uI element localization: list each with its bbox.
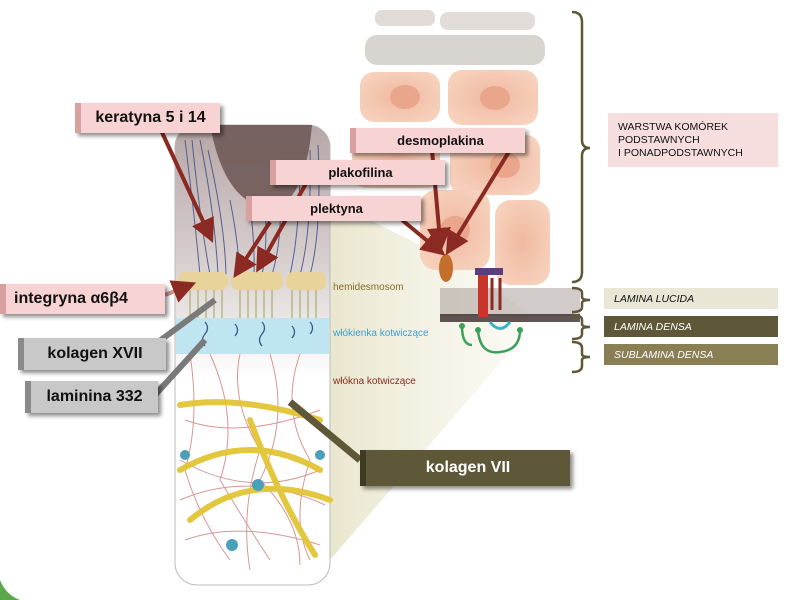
laminin-knots bbox=[180, 450, 325, 551]
integrin-label: integryna α6β4 bbox=[0, 284, 165, 314]
cell-layers-line2: PODSTAWNYCH bbox=[618, 134, 700, 146]
basement-membrane-detail bbox=[439, 254, 580, 354]
corner-decoration bbox=[0, 580, 20, 600]
layer-braces bbox=[571, 10, 591, 374]
plakophilin-label: plakofilina bbox=[270, 160, 445, 185]
lamina-squiggles bbox=[201, 321, 314, 347]
hemidesmosome-plaques bbox=[178, 272, 326, 290]
collagen-xvii-label: kolagen XVII bbox=[18, 338, 166, 370]
anchoring-filaments-text: włókienka kotwiczące bbox=[333, 328, 429, 339]
cell-layers-line1: WARSTWA KOMÓREK bbox=[618, 121, 729, 133]
zoom-column bbox=[174, 124, 333, 586]
anchoring-filament-strands bbox=[189, 290, 317, 318]
cell-layers-line3: I PONADPODSTAWNYCH bbox=[618, 147, 743, 159]
laminin-label: laminina 332 bbox=[25, 381, 158, 413]
sublamina-densa-bar: SUBLAMINA DENSA bbox=[604, 344, 778, 365]
hemidesmosome-text: hemidesmosom bbox=[333, 282, 404, 293]
anchoring-fibrils-text: włókna kotwiczące bbox=[333, 376, 416, 387]
plectin-label: plektyna bbox=[246, 196, 421, 221]
desmoplakin-label: desmoplakina bbox=[350, 128, 525, 153]
lamina-lucida-bar: LAMINA LUCIDA bbox=[604, 288, 778, 309]
keratin-label: keratyna 5 i 14 bbox=[75, 103, 220, 133]
cell-layers-box: WARSTWA KOMÓREK PODSTAWNYCH I PONADPODST… bbox=[608, 113, 778, 167]
collagen-vii-label: kolagen VII bbox=[360, 450, 570, 486]
lamina-densa-bar: LAMINA DENSA bbox=[604, 316, 778, 337]
integrin-arrow bbox=[164, 280, 197, 303]
olive-arrow bbox=[287, 399, 363, 463]
